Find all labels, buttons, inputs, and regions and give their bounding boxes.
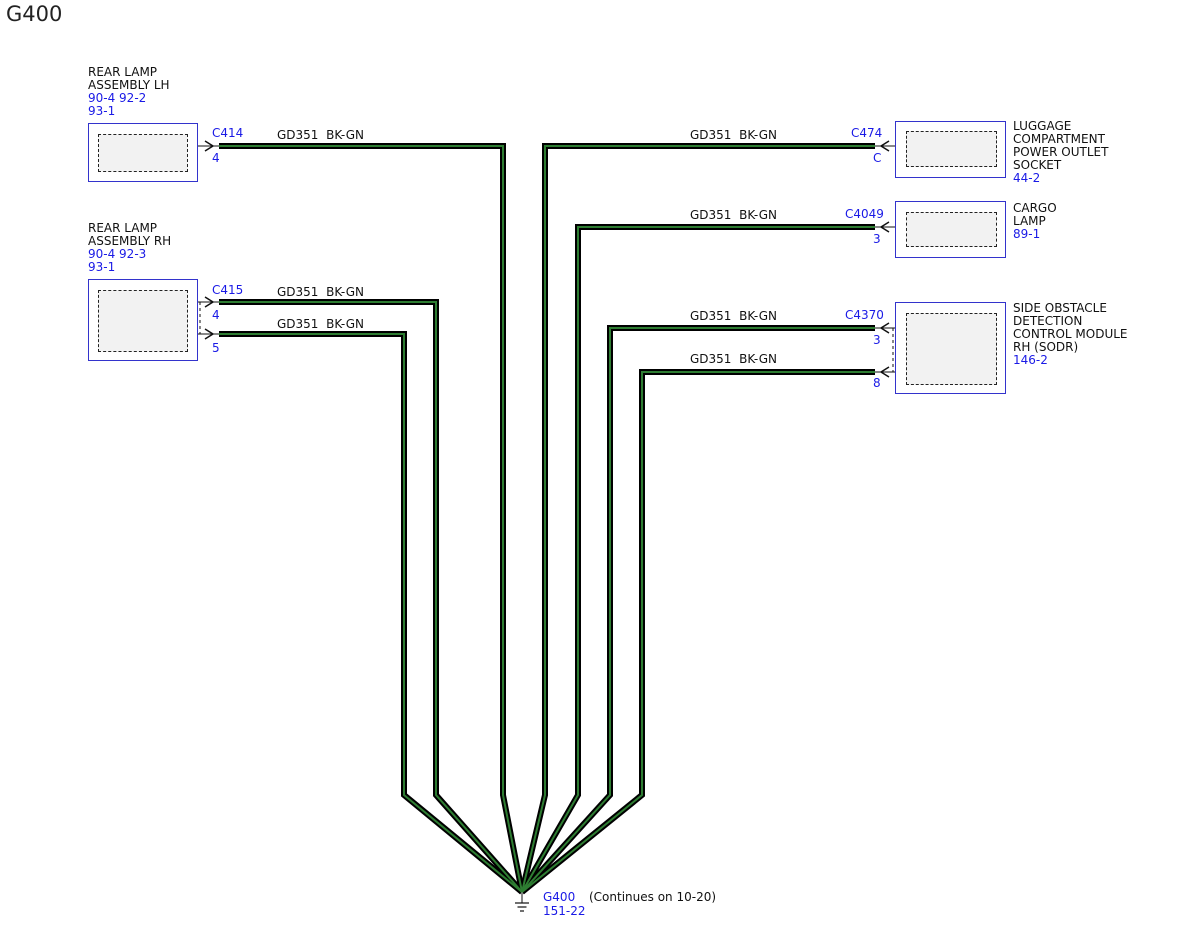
wire-color-code: BK-GN xyxy=(326,285,364,299)
component-body xyxy=(906,313,997,385)
ground-ref: 151-22 xyxy=(543,904,586,918)
cargo-lamp-component[interactable] xyxy=(895,201,1006,258)
wire-color-code: BK-GN xyxy=(739,128,777,142)
component-ref: 146-2 xyxy=(1013,353,1048,367)
wire-c415-pin4[interactable] xyxy=(219,299,525,894)
connector-c415-pin-4: 4 xyxy=(212,308,220,322)
wire-c4370-pin3-core xyxy=(521,327,875,893)
wire-color-code: BK-GN xyxy=(739,352,777,366)
component-ref: 93-1 xyxy=(88,260,116,274)
connector-c415-pin-5: 5 xyxy=(212,341,220,355)
wire-circuit: GD351 xyxy=(690,352,732,366)
page-title: G400 xyxy=(6,2,63,26)
ground-continuation-note: (Continues on 10-20) xyxy=(589,890,717,904)
wire-bundle xyxy=(219,143,875,895)
wire-label-c4370-pin3: GD351 BK-GN xyxy=(690,310,777,323)
connector-c474-id: C474 xyxy=(851,126,883,140)
wire-bundle-core xyxy=(219,145,875,893)
connector-c4049-id: C4049 xyxy=(845,207,884,221)
connector-c4370-pin-3: 3 xyxy=(873,333,881,347)
wire-color-code: BK-GN xyxy=(739,208,777,222)
connector-c414-pin: 4 xyxy=(212,151,220,165)
connector-c4049-pin: 3 xyxy=(873,232,881,246)
component-name-line: LUGGAGE xyxy=(1013,119,1072,133)
wire-label-c4049: GD351 BK-GN xyxy=(690,209,777,222)
sodr-module-label: SIDE OBSTACLE DETECTION CONTROL MODULE R… xyxy=(1013,302,1128,367)
component-name-line: REAR LAMP xyxy=(88,65,158,79)
ground-symbol-icon xyxy=(515,893,529,912)
wire-circuit: GD351 xyxy=(277,285,319,299)
wire-label-c414: GD351 BK-GN xyxy=(277,129,364,142)
component-name-line: LAMP xyxy=(1013,214,1046,228)
component-name-line: COMPARTMENT xyxy=(1013,132,1105,146)
component-ref: 93-1 xyxy=(88,104,116,118)
rear-lamp-lh-component[interactable] xyxy=(88,123,198,182)
component-body xyxy=(98,134,188,172)
wire-label-c4370-pin8: GD351 BK-GN xyxy=(690,353,777,366)
wire-c4370-pin8-core xyxy=(521,371,875,893)
component-name-line: POWER OUTLET xyxy=(1013,145,1109,159)
wire-circuit: GD351 xyxy=(690,208,732,222)
wire-color-code: BK-GN xyxy=(739,309,777,323)
component-body xyxy=(906,212,997,247)
wire-c474[interactable] xyxy=(519,143,875,893)
component-name-line: ASSEMBLY RH xyxy=(88,234,172,248)
connector-c474-pin: C xyxy=(873,151,882,165)
component-name-line: CONTROL MODULE xyxy=(1013,327,1128,341)
wire-c4370-pin8[interactable] xyxy=(520,369,875,895)
wire-circuit: GD351 xyxy=(690,128,732,142)
connector-pins xyxy=(187,140,905,378)
wire-c415-pin5[interactable] xyxy=(219,331,524,895)
wire-color-code: BK-GN xyxy=(326,128,364,142)
component-name-line: SOCKET xyxy=(1013,158,1062,172)
ground-id: G400 xyxy=(543,890,576,904)
wire-color-code: BK-GN xyxy=(326,317,364,331)
component-name-line: REAR LAMP xyxy=(88,221,158,235)
wire-c415-pin5-core xyxy=(219,333,523,893)
wire-label-c474: GD351 BK-GN xyxy=(690,129,777,142)
component-ref: 90-4 92-2 xyxy=(88,91,147,105)
wire-circuit: GD351 xyxy=(690,309,732,323)
component-body xyxy=(98,290,188,352)
connector-c415-id: C415 xyxy=(212,283,244,297)
sodr-module-component[interactable] xyxy=(895,302,1006,394)
component-name-line: CARGO xyxy=(1013,201,1057,215)
component-ref: 90-4 92-3 xyxy=(88,247,147,261)
connector-c4370-id: C4370 xyxy=(845,308,884,322)
wire-circuit: GD351 xyxy=(277,128,319,142)
luggage-outlet-label: LUGGAGE COMPARTMENT POWER OUTLET SOCKET … xyxy=(1013,120,1108,185)
wire-c4370-pin3[interactable] xyxy=(519,325,875,895)
wire-c414[interactable] xyxy=(219,143,525,893)
rear-lamp-lh-label: REAR LAMP ASSEMBLY LH 90-4 92-2 93-1 xyxy=(88,66,170,118)
component-name-line: SIDE OBSTACLE xyxy=(1013,301,1107,315)
rear-lamp-rh-component[interactable] xyxy=(88,279,198,361)
luggage-outlet-component[interactable] xyxy=(895,121,1006,178)
connector-c414-id: C414 xyxy=(212,126,244,140)
connector-c4370-pin-8: 8 xyxy=(873,376,881,390)
wire-label-c415-pin5: GD351 BK-GN xyxy=(277,318,364,331)
cargo-lamp-label: CARGO LAMP 89-1 xyxy=(1013,202,1057,241)
wire-label-c415-pin4: GD351 BK-GN xyxy=(277,286,364,299)
component-ref: 89-1 xyxy=(1013,227,1041,241)
wire-c474-core xyxy=(521,145,875,893)
component-name-line: RH (SODR) xyxy=(1013,340,1079,354)
pin-arrow-c414-icon xyxy=(198,140,219,152)
component-body xyxy=(906,131,997,167)
component-name-line: DETECTION xyxy=(1013,314,1083,328)
wire-circuit: GD351 xyxy=(277,317,319,331)
rear-lamp-rh-label: REAR LAMP ASSEMBLY RH 90-4 92-3 93-1 xyxy=(88,222,171,274)
component-ref: 44-2 xyxy=(1013,171,1041,185)
wire-c4049-core xyxy=(521,226,875,893)
wire-c414-core xyxy=(219,145,523,893)
component-name-line: ASSEMBLY LH xyxy=(88,78,170,92)
wire-c415-pin4-core xyxy=(219,301,523,893)
